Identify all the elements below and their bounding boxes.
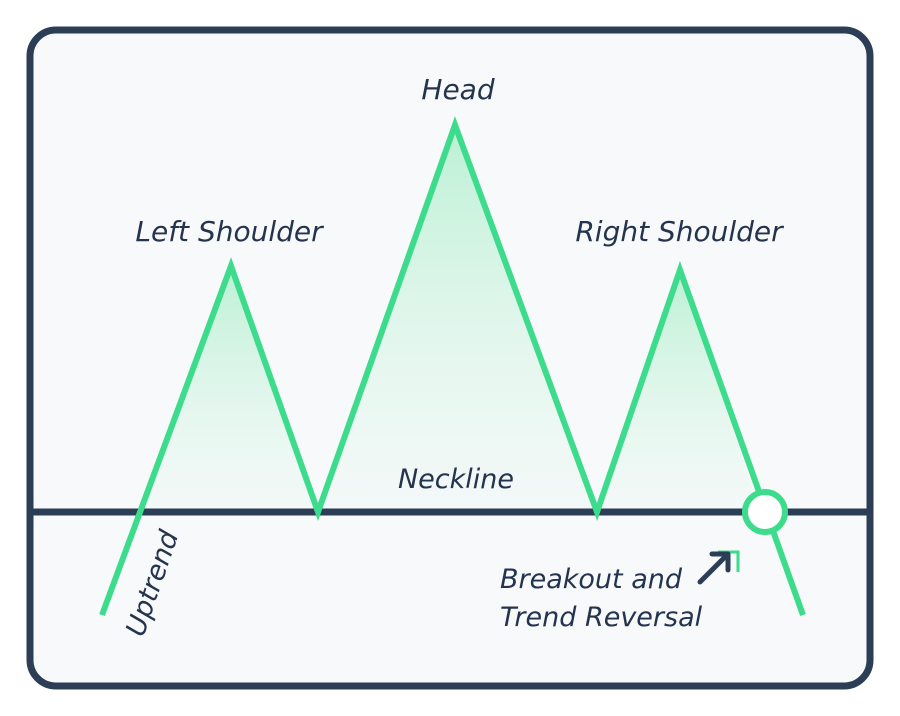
right-shoulder-label: Right Shoulder — [575, 215, 784, 248]
right-shoulder-fill — [597, 270, 760, 512]
price-path-line — [99, 116, 806, 617]
breakout-marker-icon — [742, 489, 788, 535]
breakout-label-line1: Breakout and — [500, 564, 683, 595]
arrow-up-right-icon — [697, 550, 740, 585]
head-fill — [318, 125, 597, 512]
left-shoulder-fill — [140, 266, 318, 512]
left-shoulder-label: Left Shoulder — [135, 215, 324, 248]
head-label: Head — [421, 73, 494, 106]
neckline-label: Neckline — [398, 464, 514, 495]
breakout-label-line2: Trend Reversal — [500, 602, 703, 633]
